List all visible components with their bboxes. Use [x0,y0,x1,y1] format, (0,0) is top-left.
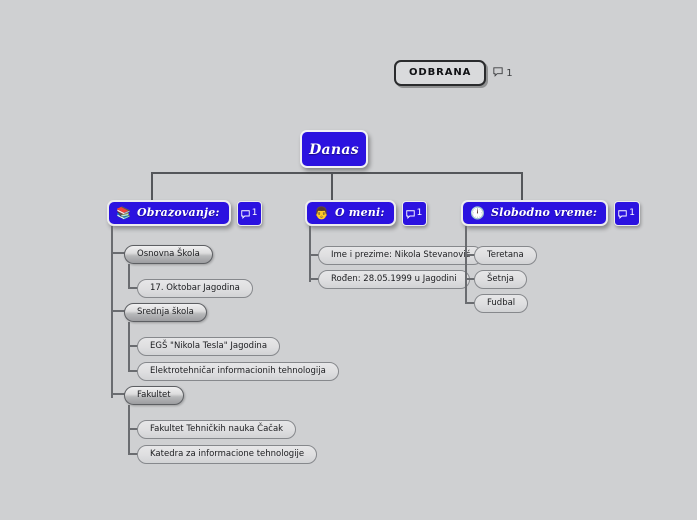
person-face-icon: 👨 [314,205,329,220]
connector-root-bus [151,172,523,174]
connector-obrazovanje-to-osnovna [111,252,125,254]
connector-to-obrazovanje [151,172,153,200]
odbrana-node[interactable]: ODBRANA [394,60,487,86]
comment-count-o-meni: 1 [416,207,423,218]
branch-node-obrazovanje-group[interactable]: 📚 Obrazovanje: 1 [107,200,263,226]
comment-bubble-icon [493,66,503,80]
node-egs-nikola-tesla[interactable]: EGŠ "Nikola Tesla" Jagodina [137,337,281,357]
branch-node-o-meni-group[interactable]: 👨 O meni: 1 [305,200,428,226]
connector-obrazovanje-spine [111,226,113,398]
odbrana-comment-count: 1 [506,67,513,79]
node-osnovna-skola[interactable]: Osnovna Škola [124,245,213,265]
connector-srednja-to-child-1 [128,370,138,372]
node-17-oktobar-jagodina[interactable]: 17. Oktobar Jagodina [137,279,253,299]
connector-srednja-to-child-0 [128,345,138,347]
node-elektrotehnicar-it[interactable]: Elektrotehničar informacionih tehnologij… [137,362,339,382]
branch-node-obrazovanje[interactable]: 📚 Obrazovanje: [107,200,231,226]
branch-node-o-meni[interactable]: 👨 O meni: [305,200,396,226]
node-ftn-cacak[interactable]: Fakultet Tehničkih nauka Čačak [137,420,297,440]
branch-label-o-meni: O meni: [334,206,385,219]
comment-count-slobodno-vreme: 1 [629,207,635,218]
node-fakultet[interactable]: Fakultet [124,386,184,406]
comment-bubble-icon [618,204,627,223]
comment-badge-slobodno-vreme[interactable]: 1 [614,200,640,226]
root-node-danas[interactable]: Danas [300,130,368,168]
branch-label-slobodno-vreme: Slobodno vreme: [490,206,598,219]
connector-obrazovanje-to-srednja [111,310,125,312]
node-ime-i-prezime[interactable]: Ime i prezime: Nikola Stevanović [318,246,484,266]
connector-to-slobodno-vreme [521,172,523,200]
comment-count-obrazovanje: 1 [251,207,258,218]
node-setnja[interactable]: Šetnja [474,270,527,290]
node-srednja-skola[interactable]: Srednja škola [124,303,207,323]
comment-badge-obrazovanje[interactable]: 1 [236,200,263,226]
connector-osnovna-to-child-0 [128,287,138,289]
connector-slobodno-to-child-1 [465,278,475,280]
comment-badge-o-meni[interactable]: 1 [401,200,428,226]
node-rodjen[interactable]: Rođen: 28.05.1999 u Jagodini [318,270,470,290]
connector-slobodno-to-child-0 [465,254,475,256]
node-katedra-it[interactable]: Katedra za informacione tehnologije [137,445,318,465]
connector-slobodno-to-child-2 [465,302,475,304]
connector-fakultet-to-child-1 [128,453,138,455]
connector-to-o-meni [331,172,333,200]
comment-bubble-icon [405,204,415,223]
node-fudbal[interactable]: Fudbal [474,294,529,314]
connector-slobodno-spine [465,226,467,303]
connector-obrazovanje-to-fakultet [111,393,125,395]
comment-bubble-icon [241,204,250,223]
connector-fakultet-to-child-0 [128,428,138,430]
connector-o-meni-to-child-0 [309,254,319,256]
root-node-label: Danas [309,142,359,158]
odbrana-node-group[interactable]: ODBRANA 1 [394,60,513,86]
connector-osnovna-spine [128,264,130,287]
odbrana-comment-indicator[interactable]: 1 [493,66,513,80]
connector-o-meni-to-child-1 [309,278,319,280]
branch-node-slobodno-vreme-group[interactable]: 🕛 Slobodno vreme: 1 [461,200,640,226]
books-icon: 📚 [116,205,131,220]
node-teretana[interactable]: Teretana [474,246,537,266]
branch-node-slobodno-vreme[interactable]: 🕛 Slobodno vreme: [461,200,609,226]
branch-label-obrazovanje: Obrazovanje: [136,206,220,219]
clock-icon: 🕛 [470,205,485,220]
